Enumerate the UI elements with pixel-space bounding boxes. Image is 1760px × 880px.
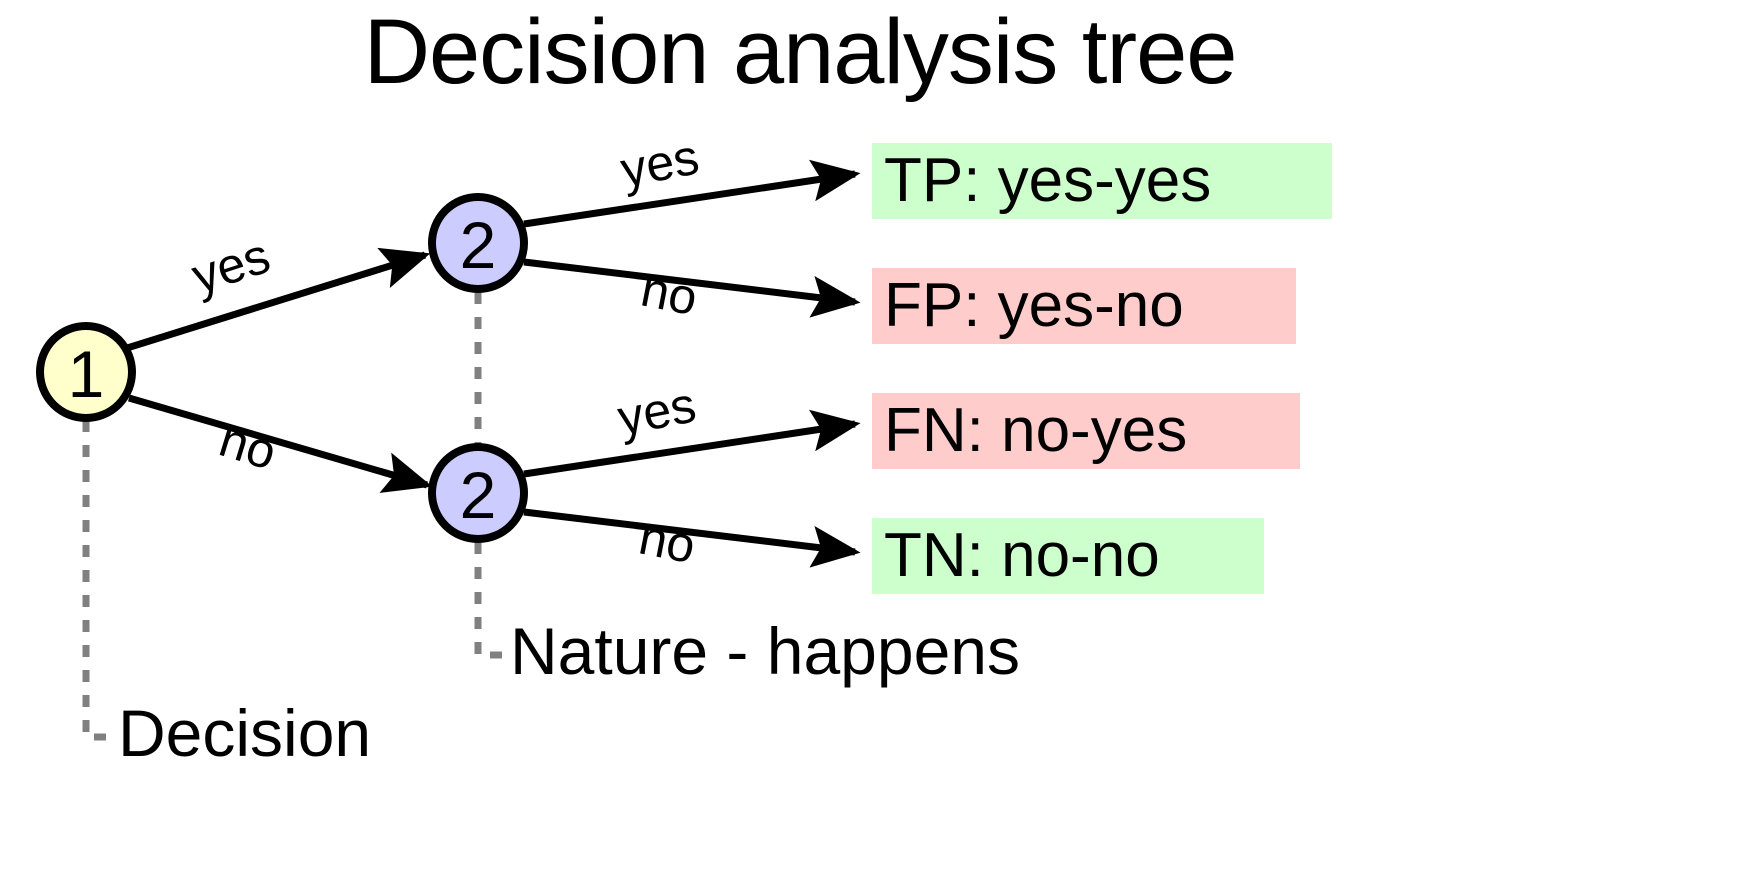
- edge-bottom-yes: [523, 409, 861, 478]
- outcome-tp[interactable]: TP: yes-yes: [872, 143, 1332, 219]
- edge-label-top-no: no: [637, 261, 702, 327]
- annotation-label-nature: Nature - happens: [510, 614, 1020, 688]
- node-chance-2-top-label: 2: [460, 208, 497, 282]
- edge-label-top-yes: yes: [616, 128, 703, 198]
- page-title: Decision analysis tree: [363, 1, 1238, 103]
- node-chance-2-bottom-label: 2: [460, 458, 497, 532]
- edge-bottom-no: [523, 508, 861, 568]
- edge-root-yes: [125, 247, 431, 352]
- outcome-fp[interactable]: FP: yes-no: [872, 268, 1296, 344]
- edge-root-no: [128, 394, 433, 493]
- outcome-tn[interactable]: TN: no-no: [872, 518, 1264, 594]
- outcome-tp-text: TP: yes-yes: [884, 146, 1212, 215]
- annotation-label-decision: Decision: [118, 696, 372, 770]
- edge-label-root-no: no: [213, 411, 283, 481]
- node-decision-1[interactable]: 1: [36, 322, 136, 422]
- outcome-fp-text: FP: yes-no: [884, 271, 1184, 340]
- outcome-fn-text: FN: no-yes: [884, 396, 1188, 465]
- outcome-fn[interactable]: FN: no-yes: [872, 393, 1300, 469]
- annotation-leader-decision: [82, 420, 112, 741]
- outcome-tn-text: TN: no-no: [884, 521, 1160, 590]
- edge-top-no: [523, 258, 861, 318]
- node-decision-1-label: 1: [68, 337, 105, 411]
- annotation-leader-nature: [474, 292, 504, 659]
- edge-label-bottom-no: no: [635, 509, 700, 575]
- node-chance-2-top[interactable]: 2: [428, 193, 528, 293]
- node-chance-2-bottom[interactable]: 2: [428, 443, 528, 543]
- edge-label-bottom-yes: yes: [613, 376, 700, 446]
- edge-top-yes: [523, 159, 861, 228]
- edge-label-root-yes: yes: [185, 227, 276, 304]
